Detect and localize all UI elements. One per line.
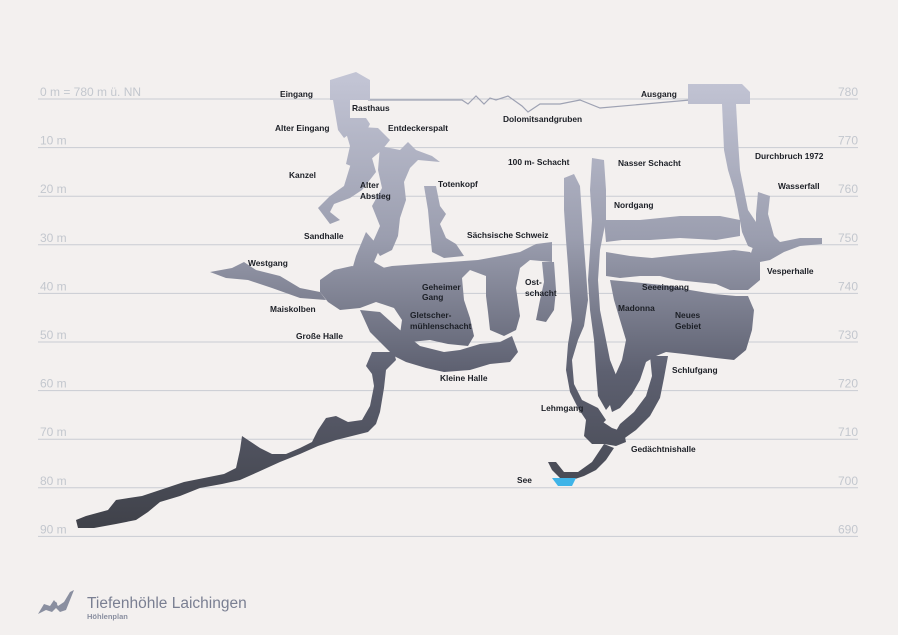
nasser-schacht: [588, 158, 618, 410]
hundert-m-schacht: [564, 174, 606, 428]
label-gletscher-1: Gletscher-: [410, 310, 452, 320]
label-saechsische-schweiz: Sächsische Schweiz: [467, 230, 548, 240]
label-nordgang: Nordgang: [614, 200, 654, 210]
label-rasthaus: Rasthaus: [352, 103, 390, 113]
see-water: [552, 478, 576, 486]
depth-label: 50 m: [40, 328, 67, 342]
label-dolomitsandgruben: Dolomitsandgruben: [503, 114, 582, 124]
gedaechtnishalle: [584, 420, 626, 446]
altitude-label: 740: [838, 279, 858, 293]
label-gletscher-2: mühlenschacht: [410, 321, 472, 331]
label-lehmgang: Lehmgang: [541, 403, 583, 413]
depth-label: 70 m: [40, 425, 67, 439]
depth-label: 40 m: [40, 279, 67, 293]
label-entdeckerspalt: Entdeckerspalt: [388, 123, 448, 133]
kleine-halle-area: [360, 310, 518, 372]
entrance-building: [330, 72, 370, 100]
westgang: [210, 262, 326, 300]
label-seeeingang: Seeeingang: [642, 282, 689, 292]
upper-passage: [344, 126, 390, 168]
altitude-label: 780: [838, 85, 858, 99]
label-eingang: Eingang: [280, 89, 313, 99]
label-schlufgang: Schlufgang: [672, 365, 718, 375]
label-sandhalle: Sandhalle: [304, 231, 344, 241]
depth-scale: 0 m = 780 m ü. NN 10 m 20 m 30 m 40 m 50 m 60 …: [40, 85, 141, 536]
altitude-scale: 780 770 760 750 740 730 720 710 700 690: [838, 85, 858, 536]
madonna-region: [608, 280, 754, 412]
label-madonna: Madonna: [618, 303, 655, 313]
altitude-label: 690: [838, 522, 858, 536]
label-gedaechtnishalle: Gedächtnishalle: [631, 444, 696, 454]
altitude-label: 730: [838, 328, 858, 342]
label-ost-1: Ost-: [525, 277, 542, 287]
depth-label: 60 m: [40, 377, 67, 391]
label-ost-2: schacht: [525, 288, 557, 298]
bat-icon: [38, 590, 74, 614]
depth-label: 10 m: [40, 134, 67, 148]
label-geheimer-1: Geheimer: [422, 282, 461, 292]
label-totenkopf: Totenkopf: [438, 179, 478, 189]
depth-label: 90 m: [40, 522, 67, 536]
label-alter-abstieg-2: Abstieg: [360, 191, 391, 201]
label-geheimer-2: Gang: [422, 292, 443, 302]
depth-label: 80 m: [40, 474, 67, 488]
descent-passage: [76, 352, 396, 528]
altitude-label: 700: [838, 474, 858, 488]
label-maiskolben: Maiskolben: [270, 304, 316, 314]
label-neues-2: Gebiet: [675, 321, 701, 331]
depth-label: 20 m: [40, 182, 67, 196]
grosse-halle: [320, 242, 552, 346]
cave-system: [76, 72, 822, 528]
depth-label: 0 m = 780 m ü. NN: [40, 85, 141, 99]
ostschacht: [536, 262, 556, 322]
label-ausgang: Ausgang: [641, 89, 677, 99]
label-westgang: Westgang: [248, 258, 288, 268]
label-vesperhalle: Vesperhalle: [767, 266, 814, 276]
altitude-label: 710: [838, 425, 858, 439]
footer-subtitle: Höhlenplan: [87, 612, 128, 621]
label-kanzel: Kanzel: [289, 170, 316, 180]
entdeckerspalt-area: [372, 142, 440, 256]
exit-building: [688, 84, 750, 104]
kanzel-branch: [318, 158, 376, 224]
altitude-label: 750: [838, 231, 858, 245]
altitude-label: 770: [838, 134, 858, 148]
label-alter-eingang: Alter Eingang: [275, 123, 329, 133]
label-100m-schacht: 100 m- Schacht: [508, 157, 570, 167]
see-passage: [548, 444, 614, 480]
footer-title: Tiefenhöhle Laichingen: [87, 595, 247, 612]
label-see: See: [517, 475, 532, 485]
nordgang: [604, 216, 740, 242]
label-neues-1: Neues: [675, 310, 700, 320]
totenkopf-shaft: [424, 186, 464, 258]
label-grosse-halle: Große Halle: [296, 331, 343, 341]
place-labels: Eingang Rasthaus Alter Eingang Entdecker…: [248, 89, 824, 485]
footer: Tiefenhöhle Laichingen Höhlenplan: [38, 590, 247, 621]
label-nasser-schacht: Nasser Schacht: [618, 158, 681, 168]
altitude-label: 760: [838, 182, 858, 196]
vesperhalle-region: [606, 250, 760, 290]
wasserfall-branch: [750, 192, 822, 262]
label-wasserfall: Wasserfall: [778, 181, 820, 191]
schlufgang: [612, 356, 668, 440]
depth-label: 30 m: [40, 231, 67, 245]
label-alter-abstieg-1: Alter: [360, 180, 380, 190]
exit-shaft: [722, 104, 772, 252]
surface-line: [368, 95, 691, 113]
altitude-label: 720: [838, 377, 858, 391]
label-kleine-halle: Kleine Halle: [440, 373, 488, 383]
label-durchbruch: Durchbruch 1972: [755, 151, 824, 161]
